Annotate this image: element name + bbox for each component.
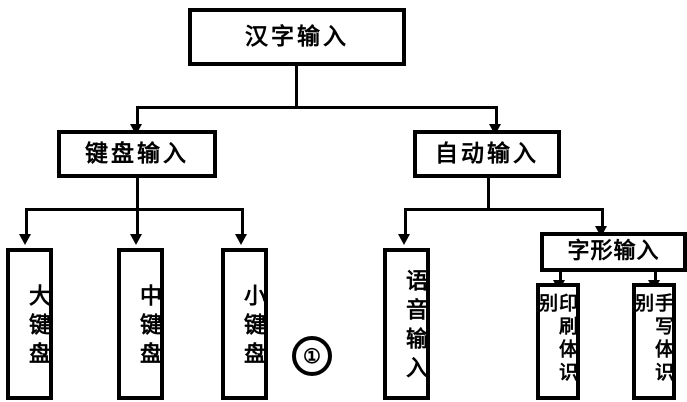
- node-print-recognition[interactable]: 印刷体识别: [536, 283, 580, 400]
- node-large-keyboard[interactable]: 大键盘: [6, 248, 53, 400]
- node-speech-input[interactable]: 语音输入: [383, 248, 430, 400]
- figure-number-marker: ①: [292, 336, 332, 376]
- connector-drop-medium-keyboard: [136, 208, 139, 238]
- connector-level1-bus: [136, 106, 498, 109]
- node-handwriting-recognition[interactable]: 手写体识别: [632, 283, 676, 400]
- node-label: 小键盘: [240, 283, 265, 371]
- connector-root-stem: [295, 66, 298, 108]
- node-label: 大键盘: [25, 283, 50, 371]
- node-label: 自动输入: [435, 140, 539, 167]
- connector-drop-large-keyboard: [25, 208, 28, 238]
- node-root-hanzi-input[interactable]: 汉字输入: [188, 8, 406, 66]
- connector-keyboard-stem: [136, 178, 139, 210]
- arrowhead-small-keyboard: [235, 234, 247, 245]
- node-label: 字形输入: [567, 239, 660, 265]
- arrowhead-speech-input: [398, 234, 410, 245]
- connector-drop-print-recognition: [559, 272, 562, 286]
- node-small-keyboard[interactable]: 小键盘: [221, 248, 268, 400]
- node-medium-keyboard[interactable]: 中键盘: [117, 248, 164, 400]
- node-auto-input[interactable]: 自动输入: [413, 130, 561, 178]
- node-label: 中键盘: [136, 283, 161, 371]
- figure-number-label: ①: [303, 344, 321, 368]
- arrowhead-glyph-input: [595, 226, 607, 237]
- connector-auto-bus: [404, 208, 604, 211]
- node-label: 手写体识别: [632, 293, 674, 385]
- connector-auto-stem: [487, 178, 490, 210]
- node-label: 汉字输入: [245, 23, 349, 50]
- node-label: 键盘输入: [85, 140, 189, 167]
- arrowhead-medium-keyboard: [130, 234, 142, 245]
- node-glyph-input[interactable]: 字形输入: [540, 232, 687, 272]
- connector-drop-handwriting-recognition: [654, 272, 657, 286]
- connector-drop-keyboard: [136, 106, 139, 128]
- arrowhead-large-keyboard: [19, 234, 31, 245]
- connector-keyboard-bus: [25, 208, 244, 211]
- connector-drop-auto: [495, 106, 498, 128]
- node-label: 印刷体识别: [536, 293, 578, 385]
- connector-drop-glyph-input: [601, 208, 604, 232]
- connector-drop-speech-input: [404, 208, 407, 238]
- node-keyboard-input[interactable]: 键盘输入: [57, 130, 217, 178]
- connector-drop-small-keyboard: [241, 208, 244, 238]
- arrowhead-auto-input: [489, 124, 501, 135]
- node-label: 语音输入: [402, 269, 427, 385]
- arrowhead-keyboard-input: [130, 124, 142, 135]
